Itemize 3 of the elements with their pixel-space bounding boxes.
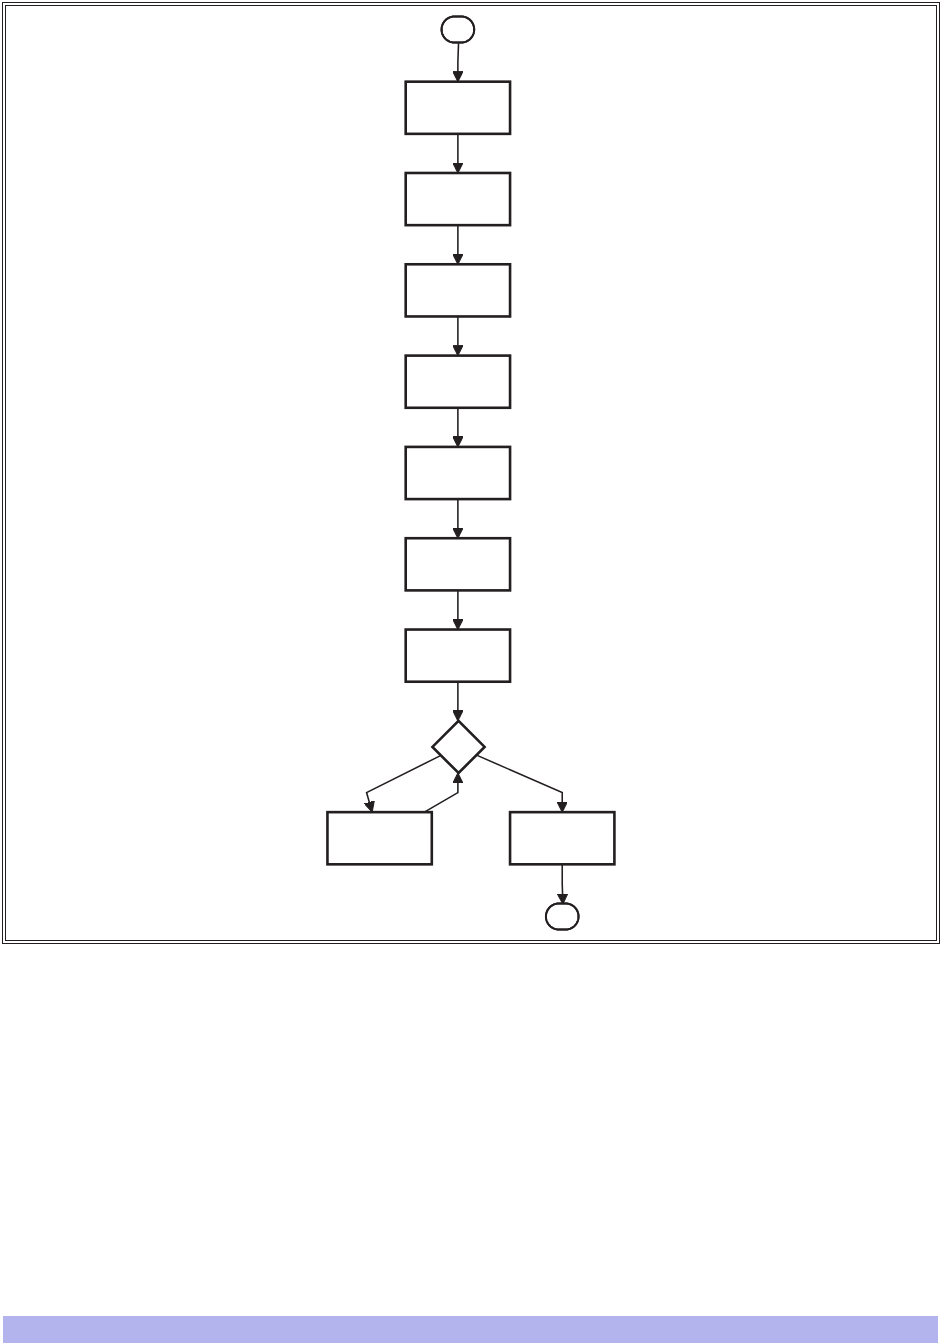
arrow [475, 754, 569, 813]
arrow [363, 754, 442, 813]
arrow [423, 772, 464, 813]
